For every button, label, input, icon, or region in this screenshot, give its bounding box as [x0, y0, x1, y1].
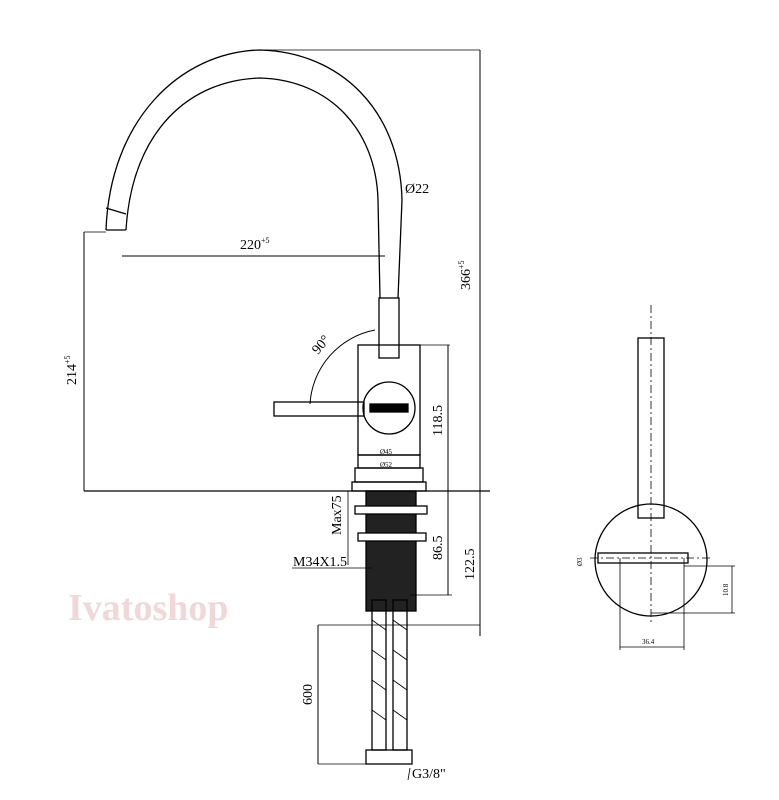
thread-length-label: 86.5: [431, 536, 446, 561]
hose-connection-label: G3/8": [412, 767, 446, 782]
spout-height-label: 214+5: [63, 355, 80, 385]
side-small-label: Ø3: [576, 557, 584, 566]
pipe-diameter-label: Ø22: [405, 182, 429, 197]
reach-label: 220+5: [240, 236, 270, 253]
lever-angle-label: 90°: [310, 333, 334, 358]
lever-handle: [273, 401, 365, 417]
faucet-body: [357, 344, 421, 456]
svg-text:214+5: 214+5: [63, 355, 80, 385]
total-height-label: 366+5: [457, 260, 474, 290]
thread-spec-label: M34X1.5: [293, 555, 347, 570]
spout-inner: [125, 77, 381, 299]
side-width-label: 36.4: [642, 638, 655, 646]
hose-length-label: 600: [301, 684, 316, 705]
lever-hub: [362, 381, 416, 435]
max-thickness-label: Max75: [330, 495, 345, 535]
below-deck-label: 122.5: [463, 549, 478, 581]
body-height-label: 118.5: [431, 405, 446, 436]
body-diameter-label: Ø45: [380, 448, 393, 456]
spout-outer: [105, 49, 403, 299]
base-diameter-label: Ø52: [380, 461, 393, 469]
svg-text:366+5: 366+5: [457, 260, 474, 290]
side-lever-dim-label: 10.8: [722, 583, 730, 596]
watermark: Ivatoshop: [68, 587, 229, 629]
